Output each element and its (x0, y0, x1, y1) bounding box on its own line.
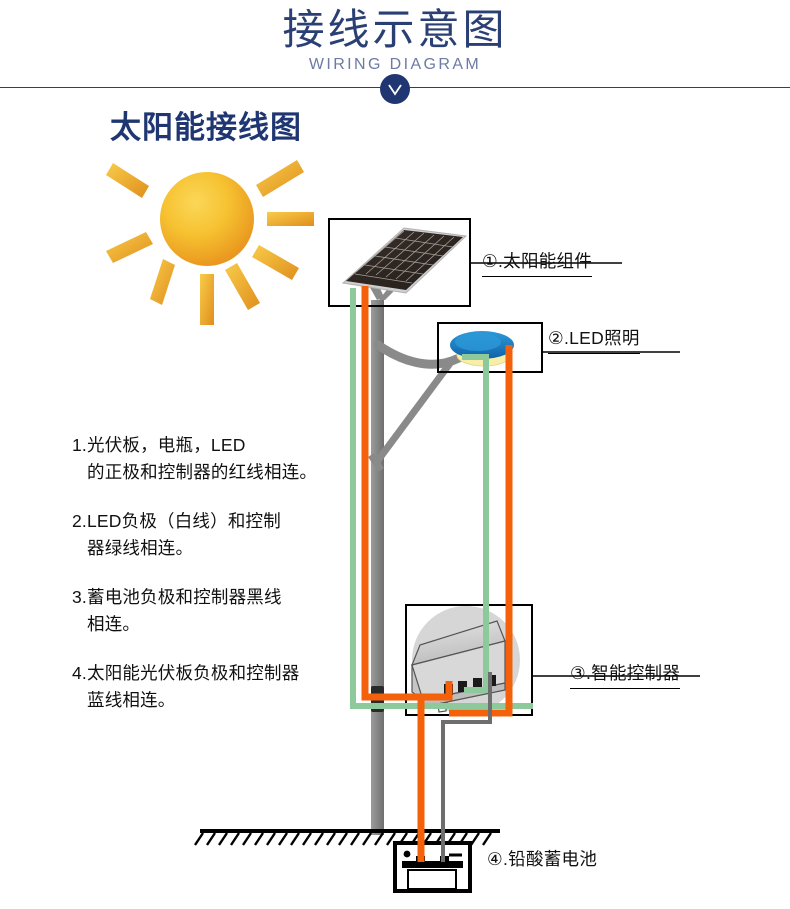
led-negative-wire (350, 288, 533, 709)
battery (393, 841, 472, 893)
callout-led-lighting: ②.LED照明 (548, 327, 640, 354)
note-line-2: 相连。 (87, 614, 141, 634)
note-line-1: 4.太阳能光伏板负极和控制器 (72, 663, 300, 683)
section-title: 太阳能接线图 (110, 110, 302, 145)
note-line-1: 1.光伏板，电瓶，LED (72, 435, 246, 455)
note-line-2: 器绿线相连。 (87, 538, 194, 558)
positive-wire (361, 286, 513, 862)
page-subtitle: WIRING DIAGRAM (308, 56, 482, 73)
list-item: 3.蓄电池负极和控制器黑线 相连。 (72, 584, 352, 638)
instruction-list: 1.光伏板，电瓶，LED 的正极和控制器的红线相连。 2.LED负极（白线）和控… (72, 432, 352, 736)
list-item: 1.光伏板，电瓶，LED 的正极和控制器的红线相连。 (72, 432, 352, 486)
callout-battery: ④.铅酸蓄电池 (487, 848, 597, 874)
note-line-2: 蓝线相连。 (87, 690, 176, 710)
page-header: 接线示意图 WIRING DIAGRAM (0, 0, 790, 104)
callout-solar-panel: ①.太阳能组件 (482, 250, 593, 277)
callout-label: ③.智能控制器 (570, 662, 681, 689)
page-title: 接线示意图 (282, 6, 508, 53)
battery-negative-wire (441, 672, 492, 862)
callout-label: ②.LED照明 (548, 327, 640, 354)
callout-label: ④.铅酸蓄电池 (487, 849, 598, 869)
light-pole (368, 283, 464, 835)
callout-label: ①.太阳能组件 (482, 250, 593, 277)
solar-panel (328, 218, 622, 307)
list-item: 4.太阳能光伏板负极和控制器 蓝线相连。 (72, 660, 352, 714)
sun-icon (96, 152, 326, 357)
note-line-1: 2.LED负极（白线）和控制 (72, 511, 281, 531)
note-line-2: 的正极和控制器的红线相连。 (87, 462, 318, 482)
ground-line (194, 829, 500, 846)
note-line-1: 3.蓄电池负极和控制器黑线 (72, 587, 282, 607)
chevron-down-icon (380, 74, 410, 104)
callout-controller: ③.智能控制器 (570, 662, 681, 689)
list-item: 2.LED负极（白线）和控制 器绿线相连。 (72, 508, 352, 562)
controller (405, 604, 700, 716)
